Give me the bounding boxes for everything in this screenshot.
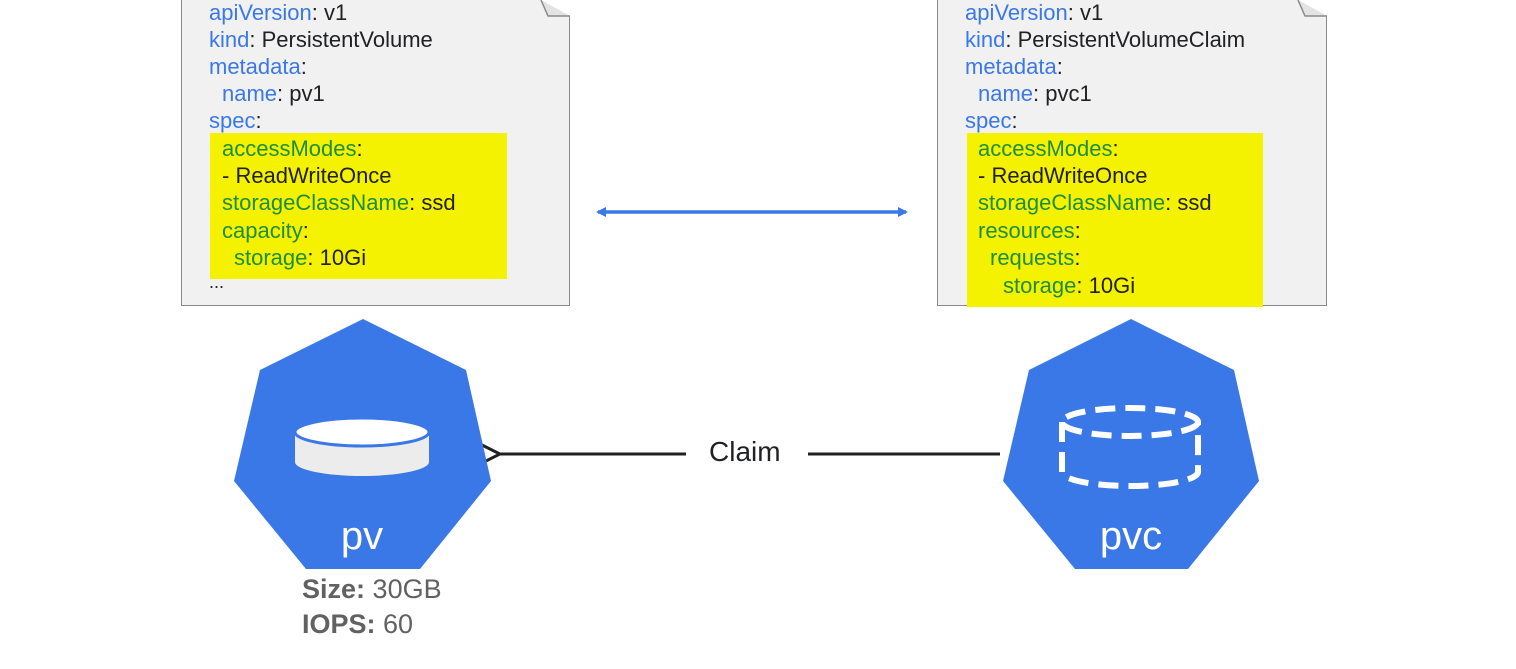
pvc-node-label: pvc (1099, 514, 1163, 558)
pv-line-accessmodes: accessModes: (222, 136, 363, 161)
pvc-line-resources: resources: (978, 218, 1081, 243)
pvc-yaml-document: apiVersion: v1 kind: PersistentVolumeCla… (937, 0, 1327, 307)
pv-line-storageclass: storageClassName: ssd (222, 190, 456, 215)
pvc-line-metadata: metadata: (965, 54, 1063, 79)
pv-line-ellipsis: ... (209, 272, 225, 292)
pvc-line-kind: kind: PersistentVolumeClaim (965, 27, 1246, 52)
pvc-line-storage: storage: 10Gi (1003, 273, 1136, 298)
pvc-doc-fold-corner (1297, 0, 1327, 17)
disk-dashed-icon (1059, 405, 1201, 489)
pv-node-label: pv (340, 514, 384, 558)
pv-iops-stat: IOPS: 60 (302, 609, 414, 639)
pv-line-metadata: metadata: (209, 54, 307, 79)
pvc-line-accessmodes: accessModes: (978, 136, 1119, 161)
pv-line-spec: spec: (209, 108, 262, 133)
pv-doc-fold-corner (540, 0, 570, 17)
pvc-line-spec: spec: (965, 108, 1018, 133)
pvc-line-name: name: pvc1 (978, 81, 1092, 106)
pv-size-stat: Size: 30GB (302, 574, 442, 604)
pv-line-readwriteonce: - ReadWriteOnce (222, 163, 392, 188)
pvc-heptagon (1003, 319, 1259, 569)
pvc-spec-highlight (967, 133, 1263, 307)
pvc-line-storageclass: storageClassName: ssd (978, 190, 1212, 215)
pv-line-kind: kind: PersistentVolume (209, 27, 433, 52)
pv-line-apiversion: apiVersion: v1 (209, 0, 348, 25)
pv-yaml-document: apiVersion: v1 kind: PersistentVolume me… (181, 0, 570, 306)
pv-line-capacity: capacity: (222, 218, 309, 243)
pv-spec-highlight (210, 133, 507, 279)
claim-label: Claim (709, 436, 781, 467)
pvc-line-apiversion: apiVersion: v1 (965, 0, 1104, 25)
pvc-line-requests: requests: (990, 245, 1081, 270)
pvc-line-readwriteonce: - ReadWriteOnce (978, 163, 1148, 188)
disk-solid-icon (293, 416, 431, 476)
pv-line-storage: storage: 10Gi (234, 245, 367, 270)
pv-line-name: name: pv1 (222, 81, 325, 106)
